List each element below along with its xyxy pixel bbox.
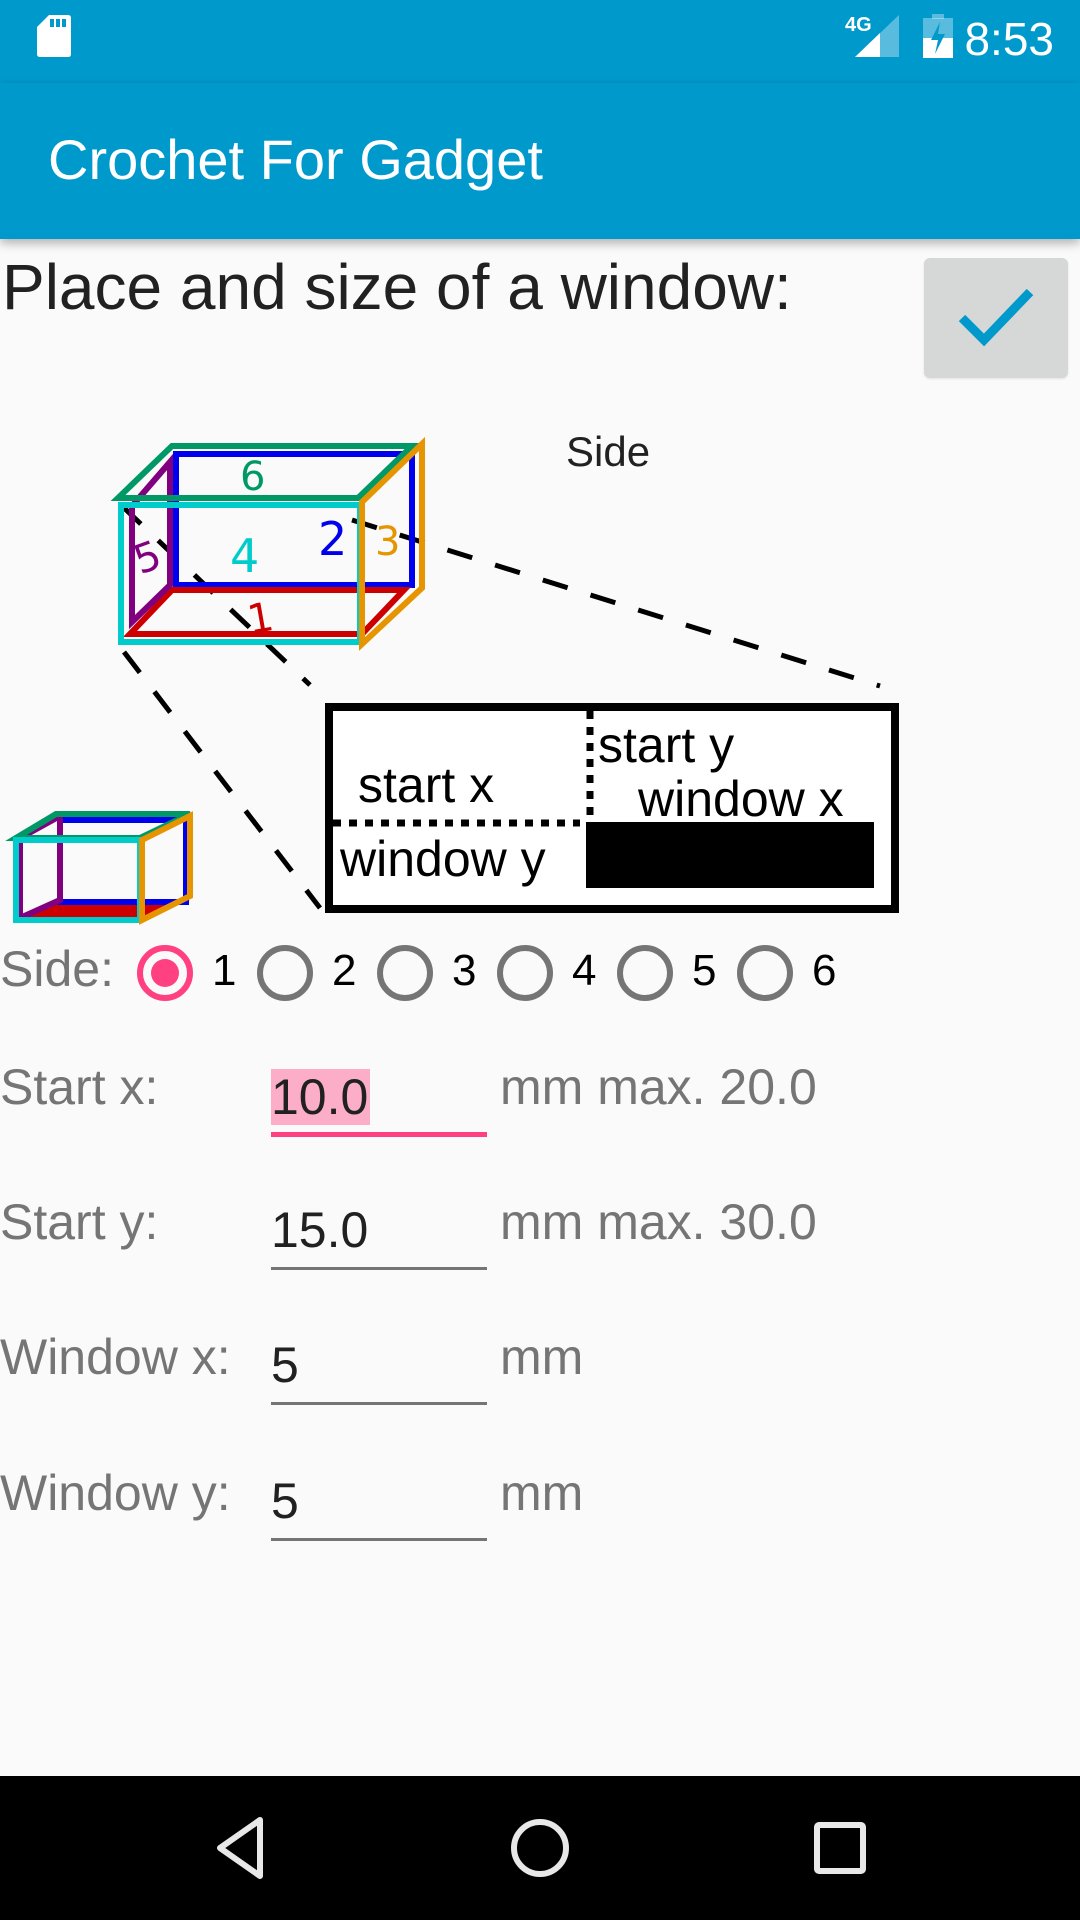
side-radio-1[interactable] [137,945,193,1001]
diagram-caption: Side [566,428,651,475]
start-x-value[interactable]: 10.0 [271,1069,371,1125]
start-x-underline [271,1132,487,1137]
clock: 8:53 [964,13,1054,65]
side-radio-6[interactable] [737,945,793,1001]
side-radio-5-label[interactable]: 5 [692,946,717,995]
recents-icon [814,1822,866,1874]
start-y-underline [271,1267,487,1270]
face-2-label: 2 [318,512,347,566]
diagram-label-window-y: window y [340,831,546,887]
recents-button[interactable] [790,1798,890,1898]
signal-4g-icon [855,15,899,57]
window-y-unit: mm [500,1465,584,1521]
start-y-value[interactable]: 15.0 [271,1202,369,1258]
network-type-label: 4G [845,14,872,36]
start-x-unit: mm max. 20.0 [500,1059,817,1115]
window-y-value[interactable]: 5 [271,1473,299,1529]
start-y-input[interactable]: 15.0 [271,1200,487,1270]
navigation-bar [0,1776,1080,1920]
side-radio-1-label[interactable]: 1 [212,946,237,995]
cube-diagram [110,436,425,651]
app-title: Crochet For Gadget [48,128,543,191]
side-radio-3[interactable] [377,945,433,1001]
app-bar: Crochet For Gadget [0,83,1080,239]
diagram-label-window-x: window x [638,771,844,827]
small-cube-icon [5,810,193,925]
side-radio-6-label[interactable]: 6 [812,946,837,995]
start-x-input[interactable]: 10.0 [271,1067,487,1137]
side-detail-box [325,703,899,913]
back-button[interactable] [190,1798,290,1898]
side-radio-3-label[interactable]: 3 [452,946,477,995]
side-radio-4-label[interactable]: 4 [572,946,597,995]
side-radio-2-label[interactable]: 2 [332,946,357,995]
window-x-underline [271,1402,487,1405]
window-x-unit: mm [500,1329,584,1385]
check-icon [958,288,1034,347]
side-radio-4[interactable] [497,945,553,1001]
side-radio-5[interactable] [617,945,673,1001]
side-label: Side: [0,941,114,997]
window-y-underline [271,1538,487,1541]
projection-lines [120,504,881,910]
box-sides-diagram: 6 4 2 3 5 1 [5,436,899,925]
start-y-label: Start y: [0,1194,159,1250]
face-4-label: 4 [230,529,259,583]
page-title: Place and size of a window: [2,251,792,323]
window-x-input[interactable]: 5 [271,1335,487,1405]
diagram-label-start-y: start y [598,717,735,773]
side-radio-2[interactable] [257,945,313,1001]
start-x-label: Start x: [0,1059,159,1115]
confirm-button[interactable] [924,258,1068,378]
battery-charging-icon [923,14,953,58]
sd-card-icon [37,15,71,57]
back-icon [217,1817,263,1879]
window-y-input[interactable]: 5 [271,1471,487,1541]
window-y-label: Window y: [0,1465,231,1521]
home-button[interactable] [490,1798,590,1898]
start-y-unit: mm max. 30.0 [500,1194,817,1250]
status-bar: 4G 8:53 [0,0,1080,83]
side-radio-group: Side: 1 2 3 4 5 6 [0,940,900,1006]
face-3-label: 3 [375,519,400,565]
window-x-value[interactable]: 5 [271,1337,299,1393]
diagram-label-start-x: start x [358,757,495,813]
window-x-label: Window x: [0,1329,231,1385]
face-6-label: 6 [240,454,265,500]
home-icon [511,1819,569,1877]
